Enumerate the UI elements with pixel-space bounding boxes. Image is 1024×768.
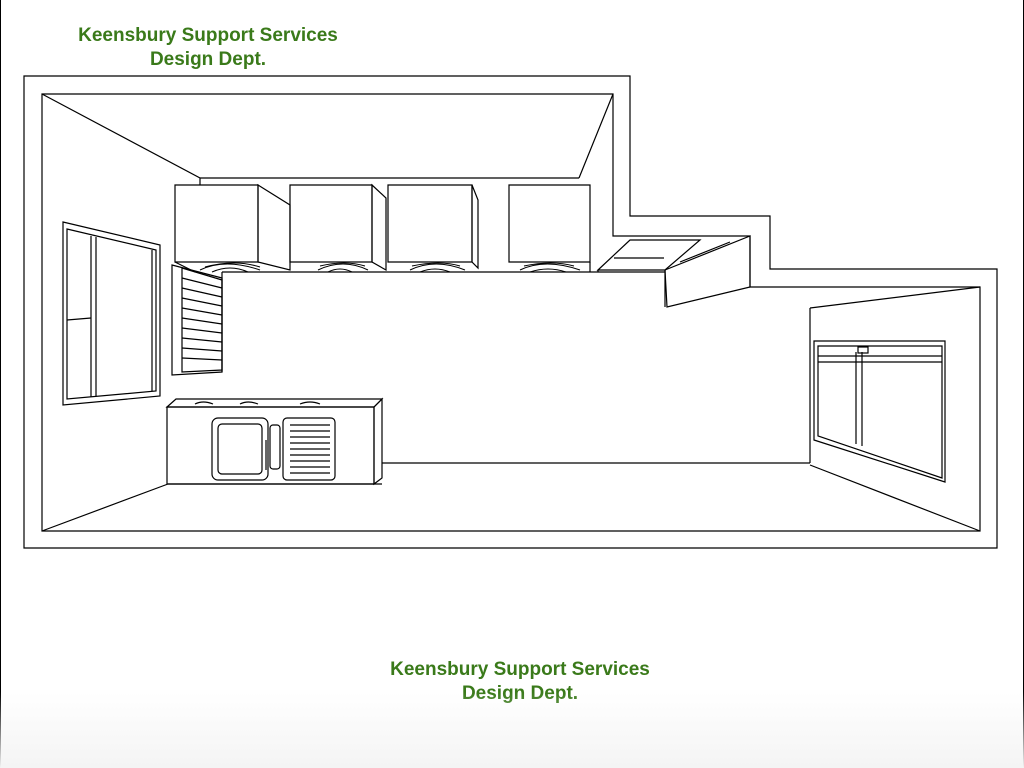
wall-cabinet-3: [387, 184, 473, 263]
department-name: Design Dept.: [149, 49, 267, 70]
brand-header-top: Keensbury Support Services Design Dept.: [58, 24, 358, 72]
sink-bowl: [211, 417, 269, 481]
sink-drainer: [282, 417, 336, 481]
window-right: [813, 340, 946, 483]
company-name: Keensbury Support Services: [78, 25, 338, 46]
wall-cabinet-4: [508, 184, 591, 263]
wall-cabinets: [174, 183, 591, 273]
outer-wall-outline: [23, 75, 998, 549]
sink-unit: [165, 397, 384, 486]
wall-cabinet-1: [174, 184, 259, 263]
window-left: [62, 221, 161, 406]
cabinet-trim: [199, 262, 581, 273]
inner-wall-outline: [41, 93, 981, 532]
wall-cabinet-2: [289, 184, 373, 263]
back-wall: [41, 93, 981, 532]
bottom-fade: [0, 692, 1024, 768]
corner-unit: [596, 235, 751, 308]
company-name: Keensbury Support Services: [390, 659, 650, 680]
radiator: [171, 264, 223, 376]
